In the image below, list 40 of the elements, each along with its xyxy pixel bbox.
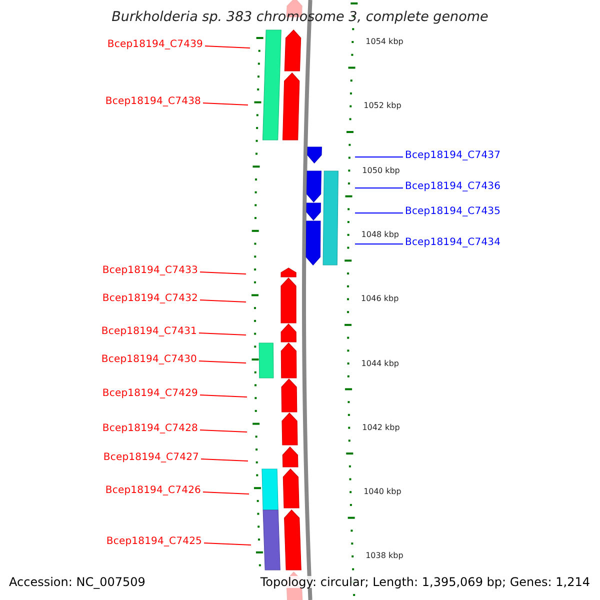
accession-text: Accession: NC_007509 <box>9 576 146 588</box>
scale-label: 1040 kbp <box>364 488 402 496</box>
gene-label: Bcep18194_C7433 <box>102 266 198 276</box>
leader-line <box>200 458 248 462</box>
scale-label: 1054 kbp <box>366 38 404 46</box>
leader-line <box>200 394 248 398</box>
leader-line <box>354 156 404 158</box>
leader-line <box>200 272 246 274</box>
leader-line <box>200 430 248 432</box>
scale-label: 1046 kbp <box>361 295 399 304</box>
leader-line <box>198 360 246 364</box>
gene-label: Bcep18194_C7426 <box>105 486 201 496</box>
gene-label: Bcep18194_C7431 <box>101 326 197 336</box>
gene-label: Bcep18194_C7438 <box>105 96 201 106</box>
gene-label: Bcep18194_C7430 <box>101 354 197 364</box>
genome-info-text: Topology: circular; Length: 1,395,069 bp; Genes: 1,214 <box>260 576 590 588</box>
leader-line <box>200 300 246 302</box>
scale-label: 1048 kbp <box>361 230 399 239</box>
gene-label: Bcep18194_C7434 <box>405 238 501 248</box>
gene-label: Bcep18194_C7425 <box>106 536 202 546</box>
scale-label: 1038 kbp <box>366 552 404 560</box>
title: Burkholderia sp. 383 chromosome 3, complete genome <box>110 11 490 24</box>
gene-label: Bcep18194_C7432 <box>102 294 198 304</box>
gene-label: Bcep18194_C7439 <box>107 40 203 50</box>
leader-line <box>354 212 404 214</box>
gene-label: Bcep18194_C7437 <box>405 150 501 160</box>
gene-label: Bcep18194_C7435 <box>405 206 501 216</box>
gene-label: Bcep18194_C7428 <box>102 424 198 434</box>
gene-label: Bcep18194_C7427 <box>103 452 199 462</box>
gene-label: Bcep18194_C7436 <box>405 182 501 192</box>
scale-label: 1050 kbp <box>362 166 400 175</box>
leader-line <box>198 332 246 336</box>
scale-label: 1044 kbp <box>361 360 399 368</box>
gene-label: Bcep18194_C7429 <box>102 388 198 398</box>
leader-line <box>204 46 250 48</box>
scale-label: 1042 kbp <box>362 424 400 432</box>
leader-line <box>202 492 250 494</box>
scale-label: 1052 kbp <box>364 102 402 110</box>
leader-line <box>204 542 252 546</box>
leader-line <box>202 102 248 106</box>
